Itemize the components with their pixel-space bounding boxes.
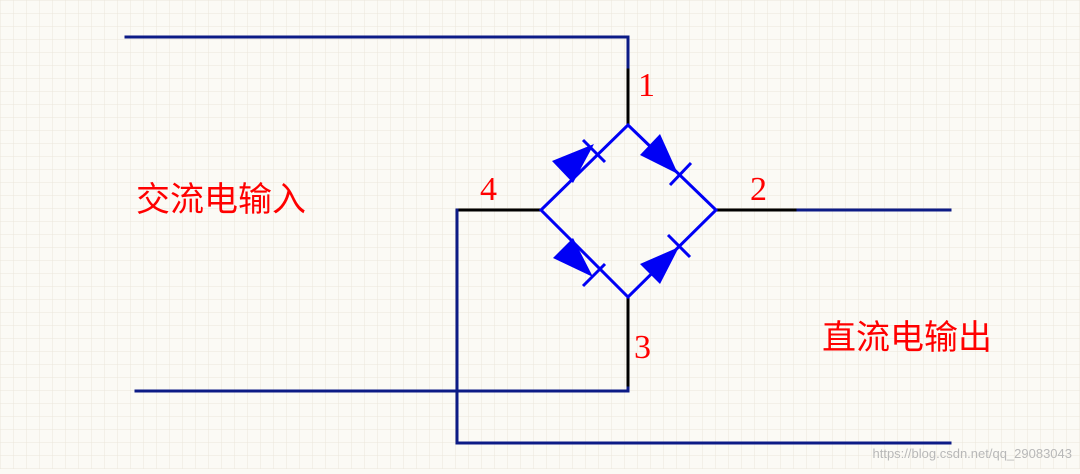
dc-output-negative-wire [455,208,952,445]
wires [124,35,952,445]
diode-d1 [552,138,607,183]
pin-1-label: 1 [638,67,655,104]
watermark-text: https://blog.csdn.net/qq_29083043 [873,446,1073,461]
dc-output-label: 直流电输出 [822,318,992,358]
ac-input-label: 交流电输入 [136,180,306,220]
pin-3-label: 3 [634,329,651,366]
pin-2-label: 2 [750,171,767,208]
diode-d4 [640,233,692,284]
diode-d2 [640,134,693,187]
rectifier-bridge [538,122,719,300]
diodes [552,134,693,288]
bridge-diamond [538,122,719,300]
diode-d3 [553,238,607,288]
pin-4-label: 4 [480,171,497,208]
